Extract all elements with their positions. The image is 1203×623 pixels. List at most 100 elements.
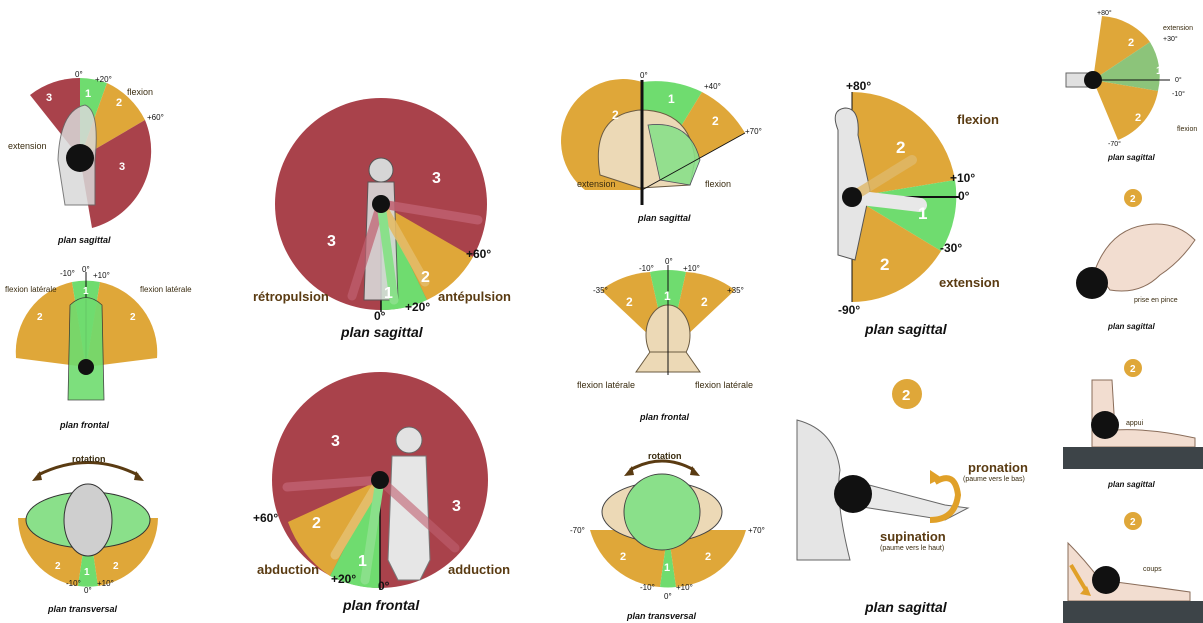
- degree-plus-40: +40°: [704, 82, 721, 91]
- zone-1-label: 1: [384, 285, 393, 302]
- degree-plus-10: +10°: [676, 583, 693, 592]
- level-badge: 2: [1130, 517, 1136, 528]
- pinch-grip-label: prise en pince: [1134, 297, 1178, 304]
- degree-plus-60: +60°: [147, 113, 164, 122]
- flexion-label: flexion: [127, 87, 153, 97]
- zone-2-right-label: 2: [705, 551, 711, 563]
- extension-label: extension: [8, 141, 47, 151]
- degree-plus-60: +60°: [253, 511, 278, 525]
- wrist-sagittal-diagram: 2 1 2 +80° +30° 0° -10° -70° extension f…: [1066, 9, 1197, 162]
- zone-1-label: 1: [358, 553, 367, 570]
- antepulsion-label: antépulsion: [438, 289, 511, 304]
- degree-plus-10: +10°: [950, 171, 975, 185]
- zone-2-bottom-label: 2: [880, 255, 889, 274]
- wrist-strike-diagram: 2 coups: [1063, 512, 1203, 623]
- degree-minus-10: -10°: [1172, 90, 1185, 98]
- head-frontal-diagram: 1 2 2 -35° -10° 0° +10° +35° flexion lat…: [577, 257, 753, 422]
- zone-2-right-label: 2: [113, 561, 119, 572]
- lateral-flexion-right-label: flexion latérale: [140, 285, 192, 294]
- zone-2-left-label: 2: [626, 295, 633, 309]
- degree-0: 0°: [82, 265, 90, 274]
- degree-plus-60: +60°: [466, 247, 491, 261]
- degree-0: 0°: [665, 257, 673, 266]
- zone-2-right-label: 2: [130, 312, 136, 323]
- floor-surface: [1063, 601, 1203, 623]
- zone-2-left-label: 2: [55, 561, 61, 572]
- zone-2-left-label: 2: [612, 108, 619, 122]
- zone-3b-label: 3: [119, 161, 125, 173]
- elbow-sagittal-diagram: 2 1 2 +80° +10° 0° -30° -90° flexion ext…: [835, 79, 1000, 337]
- zone-1-label: 1: [918, 204, 927, 223]
- floor-surface: [1063, 447, 1203, 469]
- degree-plus-10: +10°: [97, 579, 114, 588]
- neck-sagittal-diagram: 3 1 2 3 0° +20° +60° flexion extension p…: [8, 70, 164, 245]
- wrist-support-diagram: 2 appui plan sagittal: [1063, 359, 1203, 489]
- degree-0: 0°: [378, 579, 390, 593]
- degree-0: 0°: [75, 70, 83, 79]
- pronation-label: pronation: [968, 460, 1028, 475]
- caption-plan-frontal: plan frontal: [639, 412, 689, 422]
- shoulder-sagittal-diagram: 3 3 2 1 +60° 0° +20° rétropulsion antépu…: [253, 98, 511, 340]
- zone-3-label: 3: [46, 92, 52, 104]
- caption-plan-sagittal: plan sagittal: [1107, 480, 1155, 489]
- pronation-note: (paume vers le bas): [963, 476, 1025, 483]
- caption-plan-transversal: plan transversal: [47, 604, 118, 614]
- zone-1-label: 1: [668, 92, 675, 106]
- elbow-pronosupination-diagram: 2 pronation (paume vers le bas) supinati…: [797, 379, 1028, 615]
- caption-plan-sagittal: plan sagittal: [1107, 153, 1155, 162]
- zone-1-label: 1: [83, 286, 89, 297]
- lateral-flexion-right-label: flexion latérale: [695, 380, 753, 390]
- wrist-pinch-diagram: 2 prise en pince plan sagittal: [1076, 189, 1195, 331]
- strike-label: coups: [1143, 566, 1162, 573]
- degree-minus-30: -30°: [940, 241, 962, 255]
- zone-1-label: 1: [1156, 65, 1162, 77]
- degree-0: 0°: [1175, 76, 1182, 84]
- degree-0: 0°: [374, 309, 386, 323]
- degree-minus-10: -10°: [66, 579, 81, 588]
- lateral-flexion-left-label: flexion latérale: [577, 380, 635, 390]
- zone-2-label: 2: [116, 97, 122, 109]
- degree-plus-80: +80°: [846, 79, 871, 93]
- degree-plus-80: +80°: [1097, 9, 1112, 17]
- zone-3b-label: 3: [452, 498, 461, 515]
- degree-plus-10: +10°: [683, 264, 700, 273]
- zone-3-label: 3: [331, 433, 340, 450]
- shoulder-frontal-diagram: 3 3 2 1 +60° +20° 0° abduction adduction…: [253, 372, 510, 613]
- degree-plus-70: +70°: [745, 127, 762, 136]
- caption-plan-sagittal: plan sagittal: [864, 321, 948, 337]
- caption-plan-frontal: plan frontal: [59, 420, 109, 430]
- zone-2-right-label: 2: [712, 114, 719, 128]
- supination-label: supination: [880, 529, 946, 544]
- rotation-label: rotation: [72, 454, 106, 464]
- neck-frontal-diagram: 1 2 2 -10° 0° +10° flexion latérale flex…: [5, 265, 192, 430]
- extension-label: extension: [1163, 25, 1193, 32]
- retropulsion-label: rétropulsion: [253, 289, 329, 304]
- support-label: appui: [1126, 420, 1144, 427]
- zone-2-label: 2: [421, 269, 430, 286]
- caption-plan-sagittal: plan sagittal: [340, 324, 424, 340]
- zone-3b-label: 3: [327, 233, 336, 250]
- zone-1-label: 1: [85, 88, 91, 100]
- extension-label: extension: [939, 275, 1000, 290]
- lateral-flexion-left-label: flexion latérale: [5, 285, 57, 294]
- caption-plan-sagittal: plan sagittal: [57, 235, 111, 245]
- supination-note: (paume vers le haut): [880, 545, 944, 552]
- degree-minus-10: -10°: [640, 583, 655, 592]
- zone-1-label: 1: [84, 567, 90, 578]
- degree-minus-70: -70°: [570, 526, 585, 535]
- zone-2-top-label: 2: [1128, 37, 1134, 49]
- rotation-label: rotation: [648, 451, 682, 461]
- level-badge: 2: [1130, 194, 1136, 205]
- degree-plus-10: +10°: [93, 271, 110, 280]
- degree-minus-10: -10°: [639, 264, 654, 273]
- caption-plan-sagittal: plan sagittal: [637, 213, 691, 223]
- zone-2-left-label: 2: [620, 551, 626, 563]
- caption-plan-sagittal: plan sagittal: [864, 599, 948, 615]
- neck-transversal-diagram: rotation 1 2 2 -10° 0° +10° plan transve…: [18, 454, 158, 614]
- zone-3-label: 3: [432, 170, 441, 187]
- degree-plus-35: +35°: [727, 286, 744, 295]
- caption-plan-sagittal: plan sagittal: [1107, 322, 1155, 331]
- caption-plan-frontal: plan frontal: [342, 597, 420, 613]
- level-badge: 2: [1130, 364, 1136, 375]
